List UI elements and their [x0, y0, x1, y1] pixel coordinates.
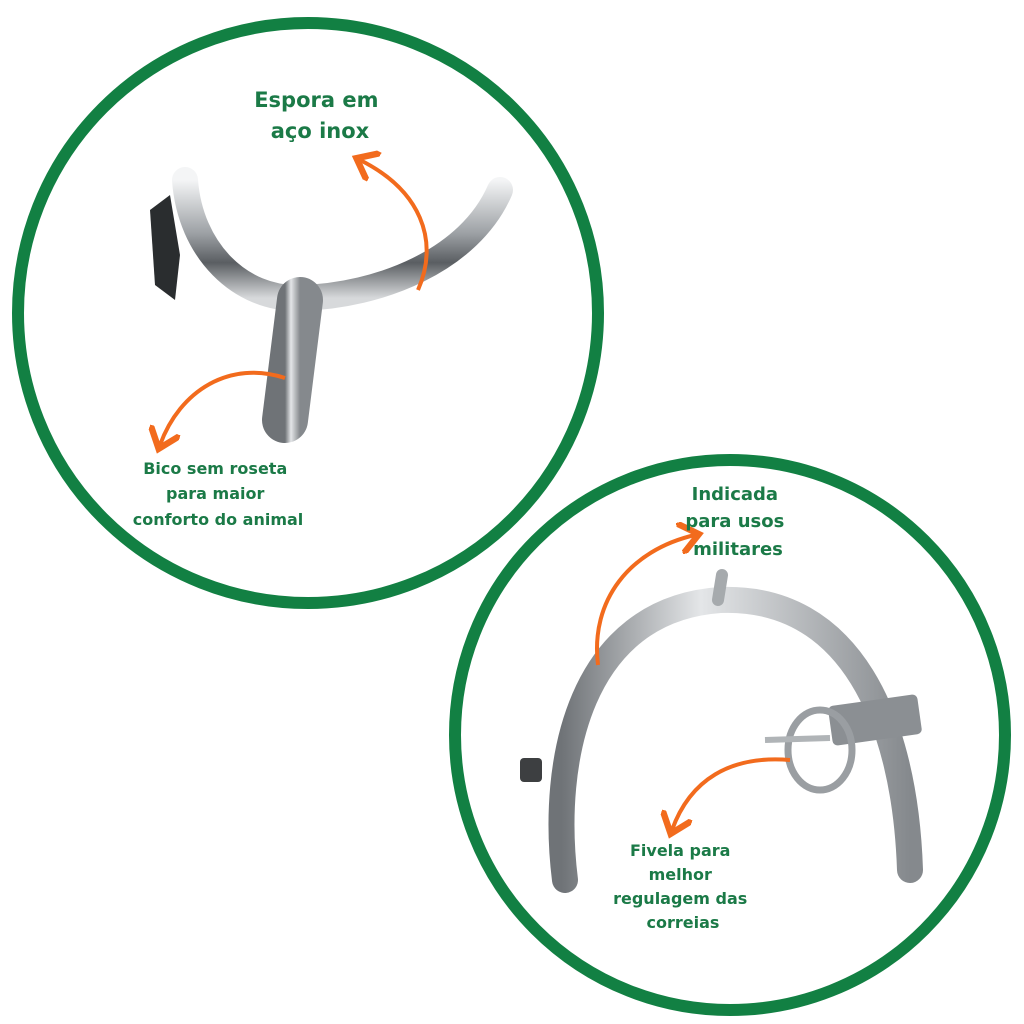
military-spur-image [520, 569, 923, 893]
arrow-to-callout [672, 757, 791, 830]
bottom-panel: Indicada para usos militares Fivela para… [449, 454, 1011, 1016]
callout-label: Fivela para melhor regulagem das correia… [613, 841, 753, 932]
bottom-ring [449, 454, 1011, 1016]
arrow-to-callout [160, 370, 286, 445]
spur-neck-image [150, 167, 513, 443]
title-label: Indicada para usos militares [685, 484, 790, 560]
title-label: Espora em aço inox [254, 88, 386, 143]
top-panel: Espora em aço inox Bico sem roseta para … [12, 17, 604, 609]
callout-label: Bico sem roseta para maior conforto do a… [133, 459, 304, 529]
arrow-to-title [595, 535, 695, 666]
arrow-to-title [360, 160, 429, 291]
